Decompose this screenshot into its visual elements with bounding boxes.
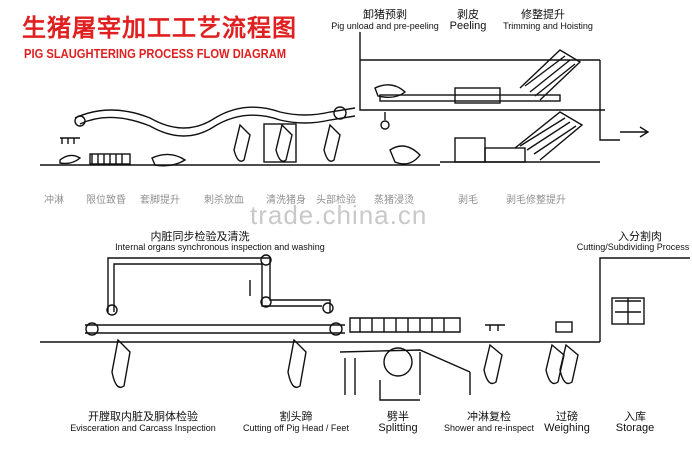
row1-label: 蒸猪浸烫 [374,195,414,206]
upper-conveyor [74,106,356,129]
upper-hoist [519,49,582,101]
row1-label: 头部检验 [316,195,356,206]
step-weighing-en: Weighing [544,422,590,434]
step-trimming-en: Trimming and Hoisting [503,21,593,31]
step-shower-en: Shower and re-inspect [443,423,535,433]
step-unload-en: Pig unload and pre-peeling [331,21,439,31]
row1-label: 刺杀放血 [204,195,244,206]
step-unload-cn: 卸猪预剥 [363,8,407,21]
step-head-feet-en: Cutting off Pig Head / Feet [243,423,349,433]
step-trimming-cn: 修整提升 [521,8,565,21]
row1-label: 限位致昏 [86,195,126,206]
step-peeling-cn: 剥皮 [457,8,479,21]
row1-label: 套脚提升 [140,195,180,206]
carcass-lower-1 [111,338,131,389]
step-organs-en: Internal organs synchronous inspection a… [115,242,325,252]
title-english: PIG SLAUGHTERING PROCESS FLOW DIAGRAM [24,46,287,61]
row1-label: 清洗猪身 [266,195,306,206]
step-cutting-en: Cutting/Subdividing Process [576,242,690,252]
step-storage-en: Storage [615,422,655,434]
step-weighing-cn: 过磅 [556,410,578,423]
step-cutting-cn: 入分割肉 [618,230,662,243]
step-splitting-cn: 劈半 [387,410,409,423]
step-evisceration-cn: 开膛取内脏及胴体检验 [88,410,198,423]
step-splitting-en: Splitting [378,422,418,434]
row1-label: 冲淋 [44,195,64,206]
pig-hanging-1 [233,123,251,162]
row1-label: 剥毛修整提升 [506,195,566,206]
step-shower-cn: 冲淋复检 [467,410,511,423]
step-evisceration-en: Evisceration and Carcass Inspection [70,423,216,433]
step-head-feet-cn: 割头蹄 [279,410,313,423]
watermark: trade.china.cn [250,200,428,230]
internal-organs-conveyor [107,257,331,312]
splitting-saw [383,347,413,377]
step-peeling-en: Peeling [449,20,487,32]
step-organs-cn: 内脏同步检验及清洗 [150,230,250,243]
title-chinese: 生猪屠宰加工工艺流程图 [22,14,297,42]
step-storage-cn: 入库 [624,410,646,423]
row1-label: 剥毛 [458,195,478,206]
